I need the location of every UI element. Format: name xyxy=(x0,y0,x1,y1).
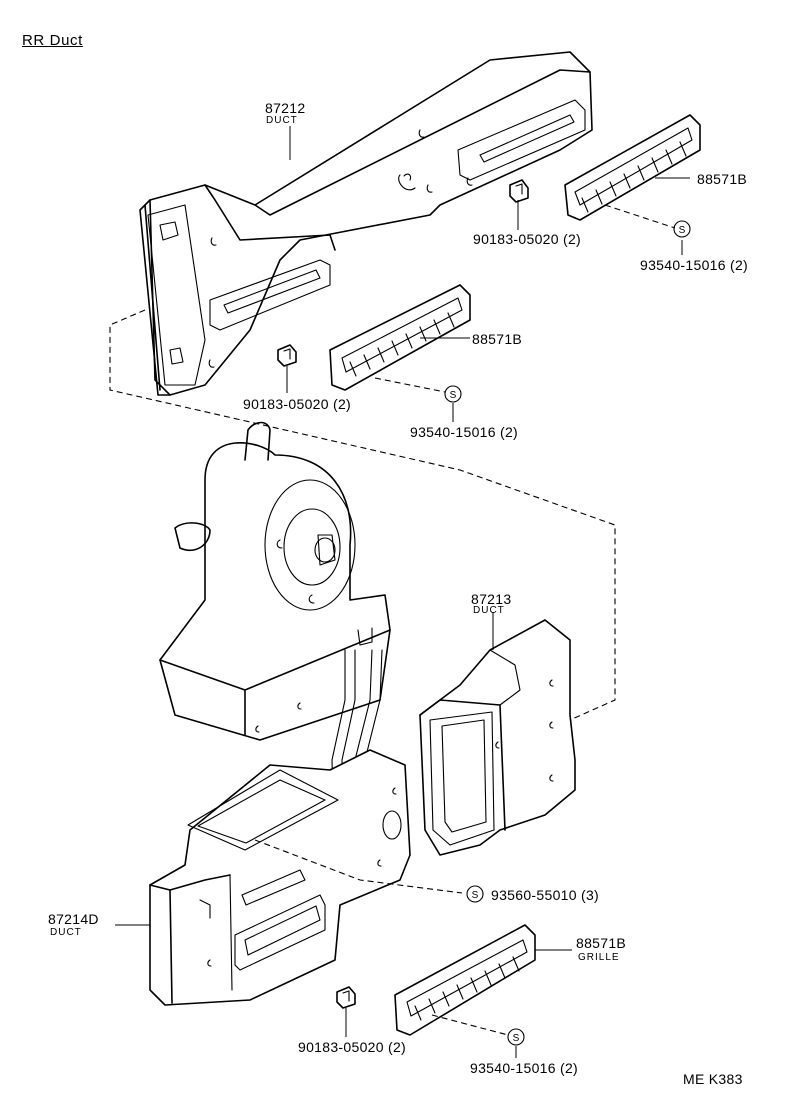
duct-87212[interactable] xyxy=(139,51,593,396)
clip-mid[interactable] xyxy=(277,344,297,367)
unit-screw-dashed-line xyxy=(254,839,463,894)
part-number-88571b-top: 88571B xyxy=(697,171,748,187)
screw-symbol-top[interactable]: S xyxy=(673,220,691,238)
grille-88571b-top[interactable] xyxy=(564,114,701,221)
screw-number-unit: 93560-55010 (3) xyxy=(491,887,600,903)
clip-number-mid: 90183-05020 (2) xyxy=(243,396,352,412)
screw-mid-dashed-line xyxy=(374,377,446,393)
svg-text:S: S xyxy=(679,225,686,236)
screw-number-top: 93540-15016 (2) xyxy=(640,257,749,273)
part-name-87214d: DUCT xyxy=(50,927,82,938)
clip-number-bottom: 90183-05020 (2) xyxy=(298,1039,407,1055)
screw-top-dashed-line xyxy=(604,204,676,229)
svg-text:S: S xyxy=(472,890,479,901)
screw-symbol-bottom[interactable]: S xyxy=(507,1028,525,1046)
part-number-87213: 87213 xyxy=(471,591,512,607)
grille-88571b-bottom[interactable] xyxy=(394,924,536,1036)
part-number-88571b-mid: 88571B xyxy=(472,331,523,347)
part-name-87212: DUCT xyxy=(266,115,298,126)
svg-text:S: S xyxy=(513,1033,520,1044)
grille-88571b-mid[interactable] xyxy=(329,284,471,391)
duct-87213[interactable] xyxy=(419,619,576,856)
screw-number-mid: 93540-15016 (2) xyxy=(410,424,519,440)
leader-lines xyxy=(115,126,690,1058)
clip-bottom[interactable] xyxy=(336,986,356,1009)
part-number-87214d: 87214D xyxy=(48,911,99,927)
part-name-87213: DUCT xyxy=(473,605,505,616)
duct-87214d[interactable] xyxy=(149,749,411,1006)
assembly-dashed-line xyxy=(109,309,616,721)
part-name-88571b-bottom: GRILLE xyxy=(578,952,620,963)
diagram-code: ME K383 xyxy=(683,1071,743,1087)
clip-top[interactable] xyxy=(509,179,529,203)
screw-symbol-mid[interactable]: S xyxy=(444,385,462,403)
blower-unit[interactable] xyxy=(159,421,391,741)
diagram-title: RR Duct xyxy=(22,32,83,49)
part-number-87212: 87212 xyxy=(265,100,306,116)
screw-bottom-dashed-line xyxy=(431,1014,509,1036)
clip-number-top: 90183-05020 (2) xyxy=(473,231,582,247)
svg-text:S: S xyxy=(450,390,457,401)
screw-number-bottom: 93540-15016 (2) xyxy=(470,1060,579,1076)
screw-symbol-unit[interactable]: S xyxy=(466,885,484,903)
part-number-88571b-bottom: 88571B xyxy=(576,935,627,951)
